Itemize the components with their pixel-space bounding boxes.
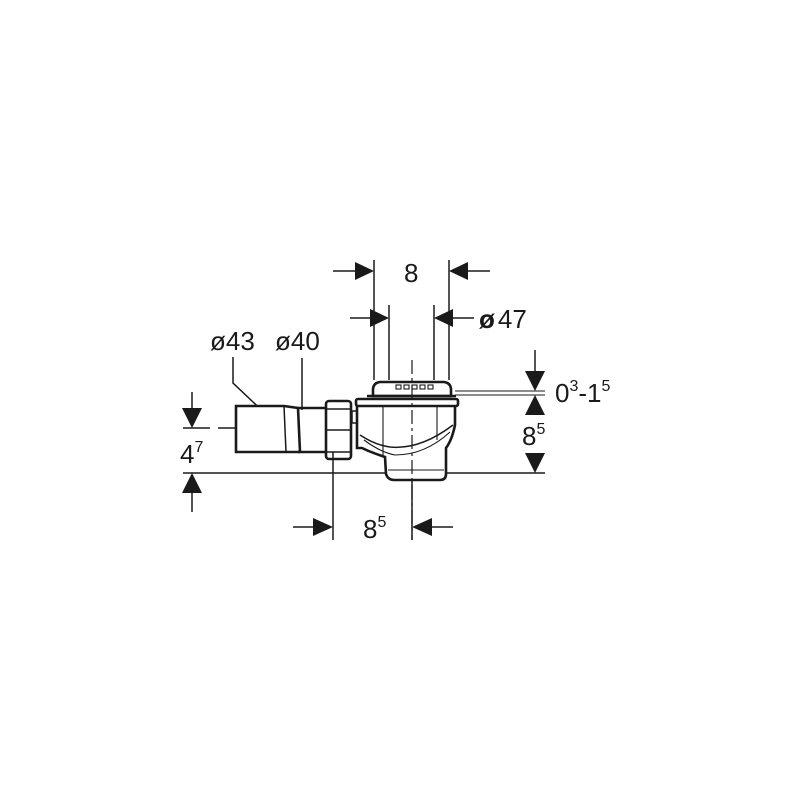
dim-outlet-offset-label: 85 (363, 514, 386, 544)
dim-outlet-height-label: 47 (180, 439, 203, 469)
arrow-down-icon (525, 453, 545, 473)
arrow-left-icon (412, 518, 432, 536)
dimension-outlet-height: 47 (180, 392, 203, 512)
pipe-diameter-labels: ø43 ø40 (210, 326, 320, 421)
arrow-right-icon (355, 262, 374, 280)
dimension-adjustment-range: 03-15 (525, 350, 611, 408)
dimension-outlet-offset: 85 (293, 452, 453, 544)
reference-lines (183, 390, 545, 474)
arrow-right-icon (313, 518, 333, 536)
arrow-down-icon (182, 408, 202, 428)
arrow-up-icon (182, 473, 202, 493)
pipe-outer-diameter-label: ø43 (210, 326, 255, 356)
pipe-inner-diameter-label: ø40 (275, 326, 320, 356)
arrow-left-icon (434, 309, 453, 327)
arrow-left-icon (449, 262, 468, 280)
dimension-body-height: 85 (522, 395, 545, 473)
dim-body-height-label: 85 (522, 421, 545, 451)
drain-body (354, 360, 460, 540)
outlet-pipe (234, 404, 326, 454)
union-nut (324, 399, 359, 461)
dim-top-width-label: 8 (404, 258, 418, 288)
arrow-up-icon (525, 395, 545, 415)
arrow-down-icon (525, 371, 545, 391)
dim-adjustment-range-label: 03-15 (555, 378, 611, 408)
arrow-right-icon (370, 309, 389, 327)
